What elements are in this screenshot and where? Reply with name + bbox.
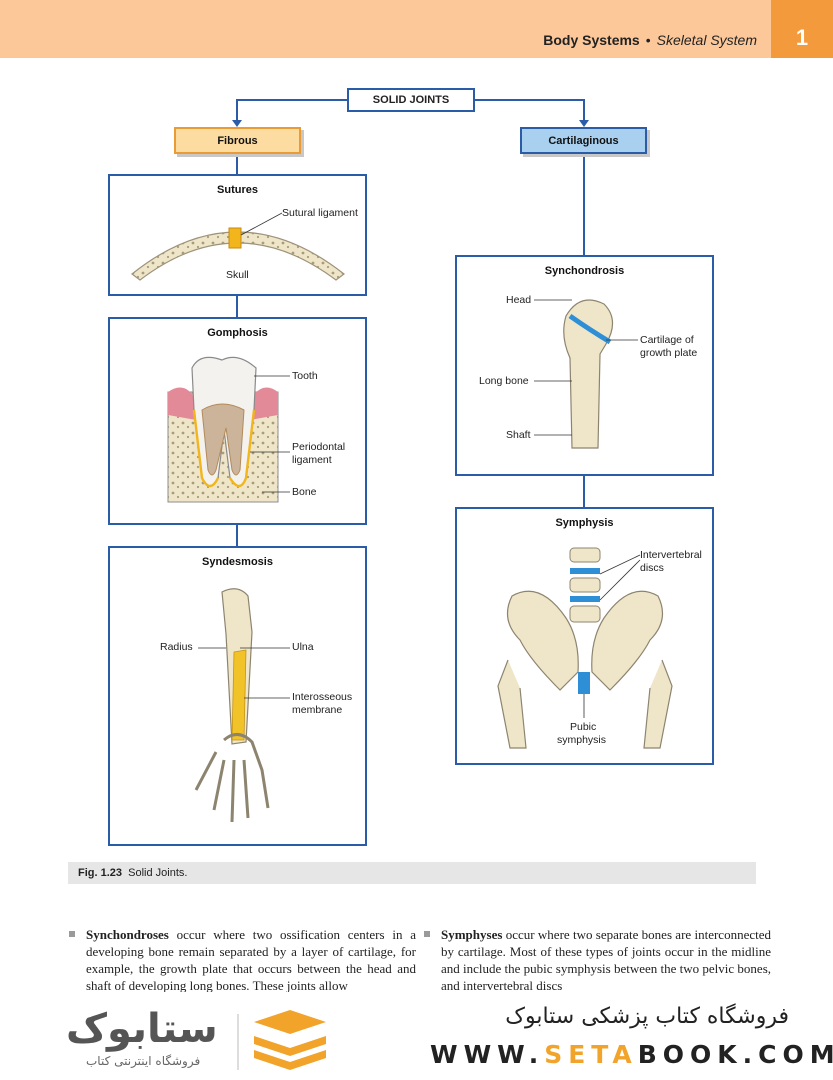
label-periodontal-1: Periodontal [292, 441, 346, 453]
header-subsection: Skeletal System [656, 32, 757, 48]
caption-text: Solid Joints. [128, 867, 188, 879]
label-tooth: Tooth [292, 370, 318, 382]
text-symphyses: occur where two separate bones are inter… [441, 927, 771, 993]
url-post: BOOK.COM [637, 1040, 833, 1069]
running-header: Body Systems • Skeletal System [543, 32, 757, 48]
label-ulna: Ulna [292, 641, 314, 653]
watermark-band [0, 992, 833, 1080]
figure-illustrations [131, 212, 673, 823]
seta-logo-icon [254, 1010, 326, 1070]
header-separator: • [645, 32, 651, 48]
synchondrosis-title: Synchondrosis [544, 265, 625, 277]
term-symphyses: Symphyses [441, 927, 503, 942]
site-url: WWW.SETABOOK.COM [430, 1040, 833, 1069]
label-cartilage-2: growth plate [640, 347, 698, 359]
bullet-icon [69, 931, 75, 937]
label-periodontal-2: ligament [292, 454, 332, 466]
label-cartilage-1: Cartilage of [640, 334, 694, 346]
skull-illustration [131, 212, 345, 281]
syndesmosis-title: Syndesmosis [202, 556, 273, 568]
body-column-left: Synchondroses occur where two ossificati… [69, 926, 416, 994]
figure-caption: Fig. 1.23 Solid Joints. [68, 862, 756, 884]
shop-name: فروشگاه کتاب پزشکی ستابوک [505, 1004, 789, 1029]
figure-connectors [232, 99, 589, 546]
text-synchondroses: occur where two ossification centers in … [86, 927, 416, 993]
label-skull: Skull [226, 269, 249, 281]
chapter-tab: 1 [771, 0, 833, 58]
pelvis-illustration [497, 547, 673, 749]
label-interosseous-1: Interosseous [292, 691, 353, 703]
label-discs-2: discs [640, 562, 664, 574]
label-interosseous-2: membrane [292, 704, 343, 716]
forearm-illustration [194, 588, 290, 823]
logo-wordmark: ستابوک [66, 1006, 218, 1052]
url-accent: SETA [544, 1040, 638, 1069]
root-node: SOLID JOINTS [347, 88, 475, 112]
url-pre: WWW. [430, 1040, 545, 1069]
label-bone: Bone [292, 486, 317, 498]
bullet-icon [424, 931, 430, 937]
symphysis-title: Symphysis [555, 517, 614, 529]
cartilaginous-node: Cartilaginous [520, 127, 647, 154]
fibrous-node: Fibrous [174, 127, 301, 154]
body-column-right: Symphyses occur where two separate bones… [424, 926, 771, 994]
label-head: Head [506, 294, 532, 306]
label-sutural-ligament: Sutural ligament [282, 207, 358, 219]
header-band [0, 0, 833, 58]
label-pubic-2: symphysis [557, 734, 607, 746]
header-section: Body Systems [543, 32, 640, 48]
term-synchondroses: Synchondroses [86, 927, 169, 942]
long-bone-illustration [534, 299, 638, 449]
label-shaft: Shaft [506, 429, 531, 441]
gomphosis-title: Gomphosis [207, 327, 268, 339]
label-pubic-1: Pubic [570, 721, 597, 733]
sutures-title: Sutures [217, 184, 258, 196]
label-long-bone: Long bone [479, 375, 529, 387]
label-discs-1: Intervertebral [640, 549, 702, 561]
logo-tagline: فروشگاه اینترنتی کتاب [86, 1054, 201, 1068]
caption-number: Fig. 1.23 [78, 867, 123, 879]
label-radius: Radius [160, 641, 193, 653]
watermark-graphics [237, 1010, 326, 1070]
tooth-illustration [167, 356, 290, 503]
